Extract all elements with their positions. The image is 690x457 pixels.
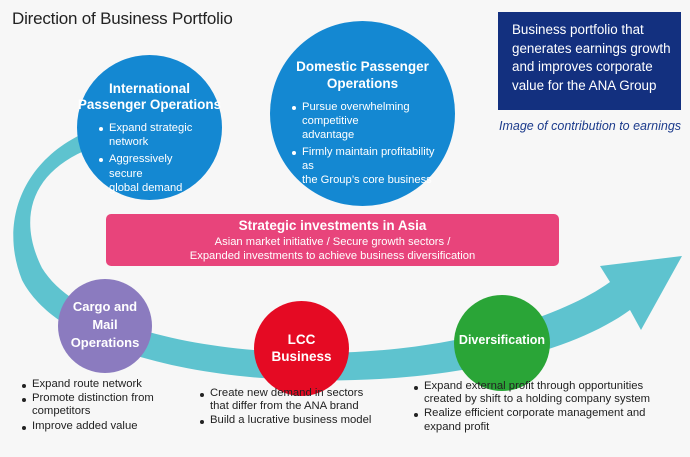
lcc-business-title: LCC Business xyxy=(271,332,332,364)
list-item: Expand strategic network xyxy=(99,121,207,149)
international-bullets: Expand strategic network Aggressively se… xyxy=(99,121,207,198)
diversification-bullets: Expand external profit through opportuni… xyxy=(414,380,679,435)
list-item: Firmly maintain profitability as the Gro… xyxy=(292,145,448,187)
list-item: Aggressively secure global demand xyxy=(99,152,207,195)
list-item: Expand external profit through opportuni… xyxy=(414,380,679,406)
asia-description: Expanded investments to achieve business… xyxy=(189,250,476,262)
diversification-circle: Diversification xyxy=(454,295,550,391)
list-item: Realize efficient corporate management a… xyxy=(414,407,679,433)
summary-line: generates earnings growth xyxy=(512,40,671,56)
list-item: Build a lucrative business model xyxy=(200,414,385,427)
summary-line: and improves corporate xyxy=(512,59,653,74)
asia-investments-bar: Strategic investments in Asia Asian mark… xyxy=(106,214,559,266)
summary-box: Business portfolio that generates earnin… xyxy=(498,12,681,110)
list-item: Create new demand in sectors that differ… xyxy=(200,387,385,413)
domestic-passenger-title: Domestic Passenger Operations xyxy=(296,59,429,91)
lcc-bullets: Create new demand in sectors that differ… xyxy=(200,387,385,429)
domestic-passenger-circle: Domestic Passenger Operations Pursue ove… xyxy=(270,21,455,206)
cargo-mail-title: Cargo and Mail Operations xyxy=(70,299,140,350)
page-title: Direction of Business Portfolio xyxy=(12,9,233,28)
list-item: Pursue overwhelming competitive advantag… xyxy=(292,100,448,142)
summary-line: value for the ANA Group xyxy=(512,77,657,93)
asia-title: Strategic investments in Asia xyxy=(238,218,427,233)
asia-description: Asian market initiative / Secure growth … xyxy=(214,236,451,248)
cargo-bullets: Expand route network Promote distinction… xyxy=(22,378,187,434)
list-item: Improve added value xyxy=(22,420,187,433)
summary-line: Business portfolio that xyxy=(512,22,644,37)
international-passenger-circle: International Passenger Operations Expan… xyxy=(77,55,222,200)
international-passenger-title: International Passenger Operations xyxy=(77,81,222,112)
list-item: Expand route network xyxy=(22,378,187,391)
list-item: Promote distinction from competitors xyxy=(22,392,187,418)
summary-caption: Image of contribution to earnings xyxy=(499,119,682,133)
cargo-mail-circle: Cargo and Mail Operations xyxy=(58,279,152,373)
diversification-title: Diversification xyxy=(458,333,546,347)
lcc-business-circle: LCC Business xyxy=(254,301,349,396)
domestic-bullets: Pursue overwhelming competitive advantag… xyxy=(292,100,448,190)
